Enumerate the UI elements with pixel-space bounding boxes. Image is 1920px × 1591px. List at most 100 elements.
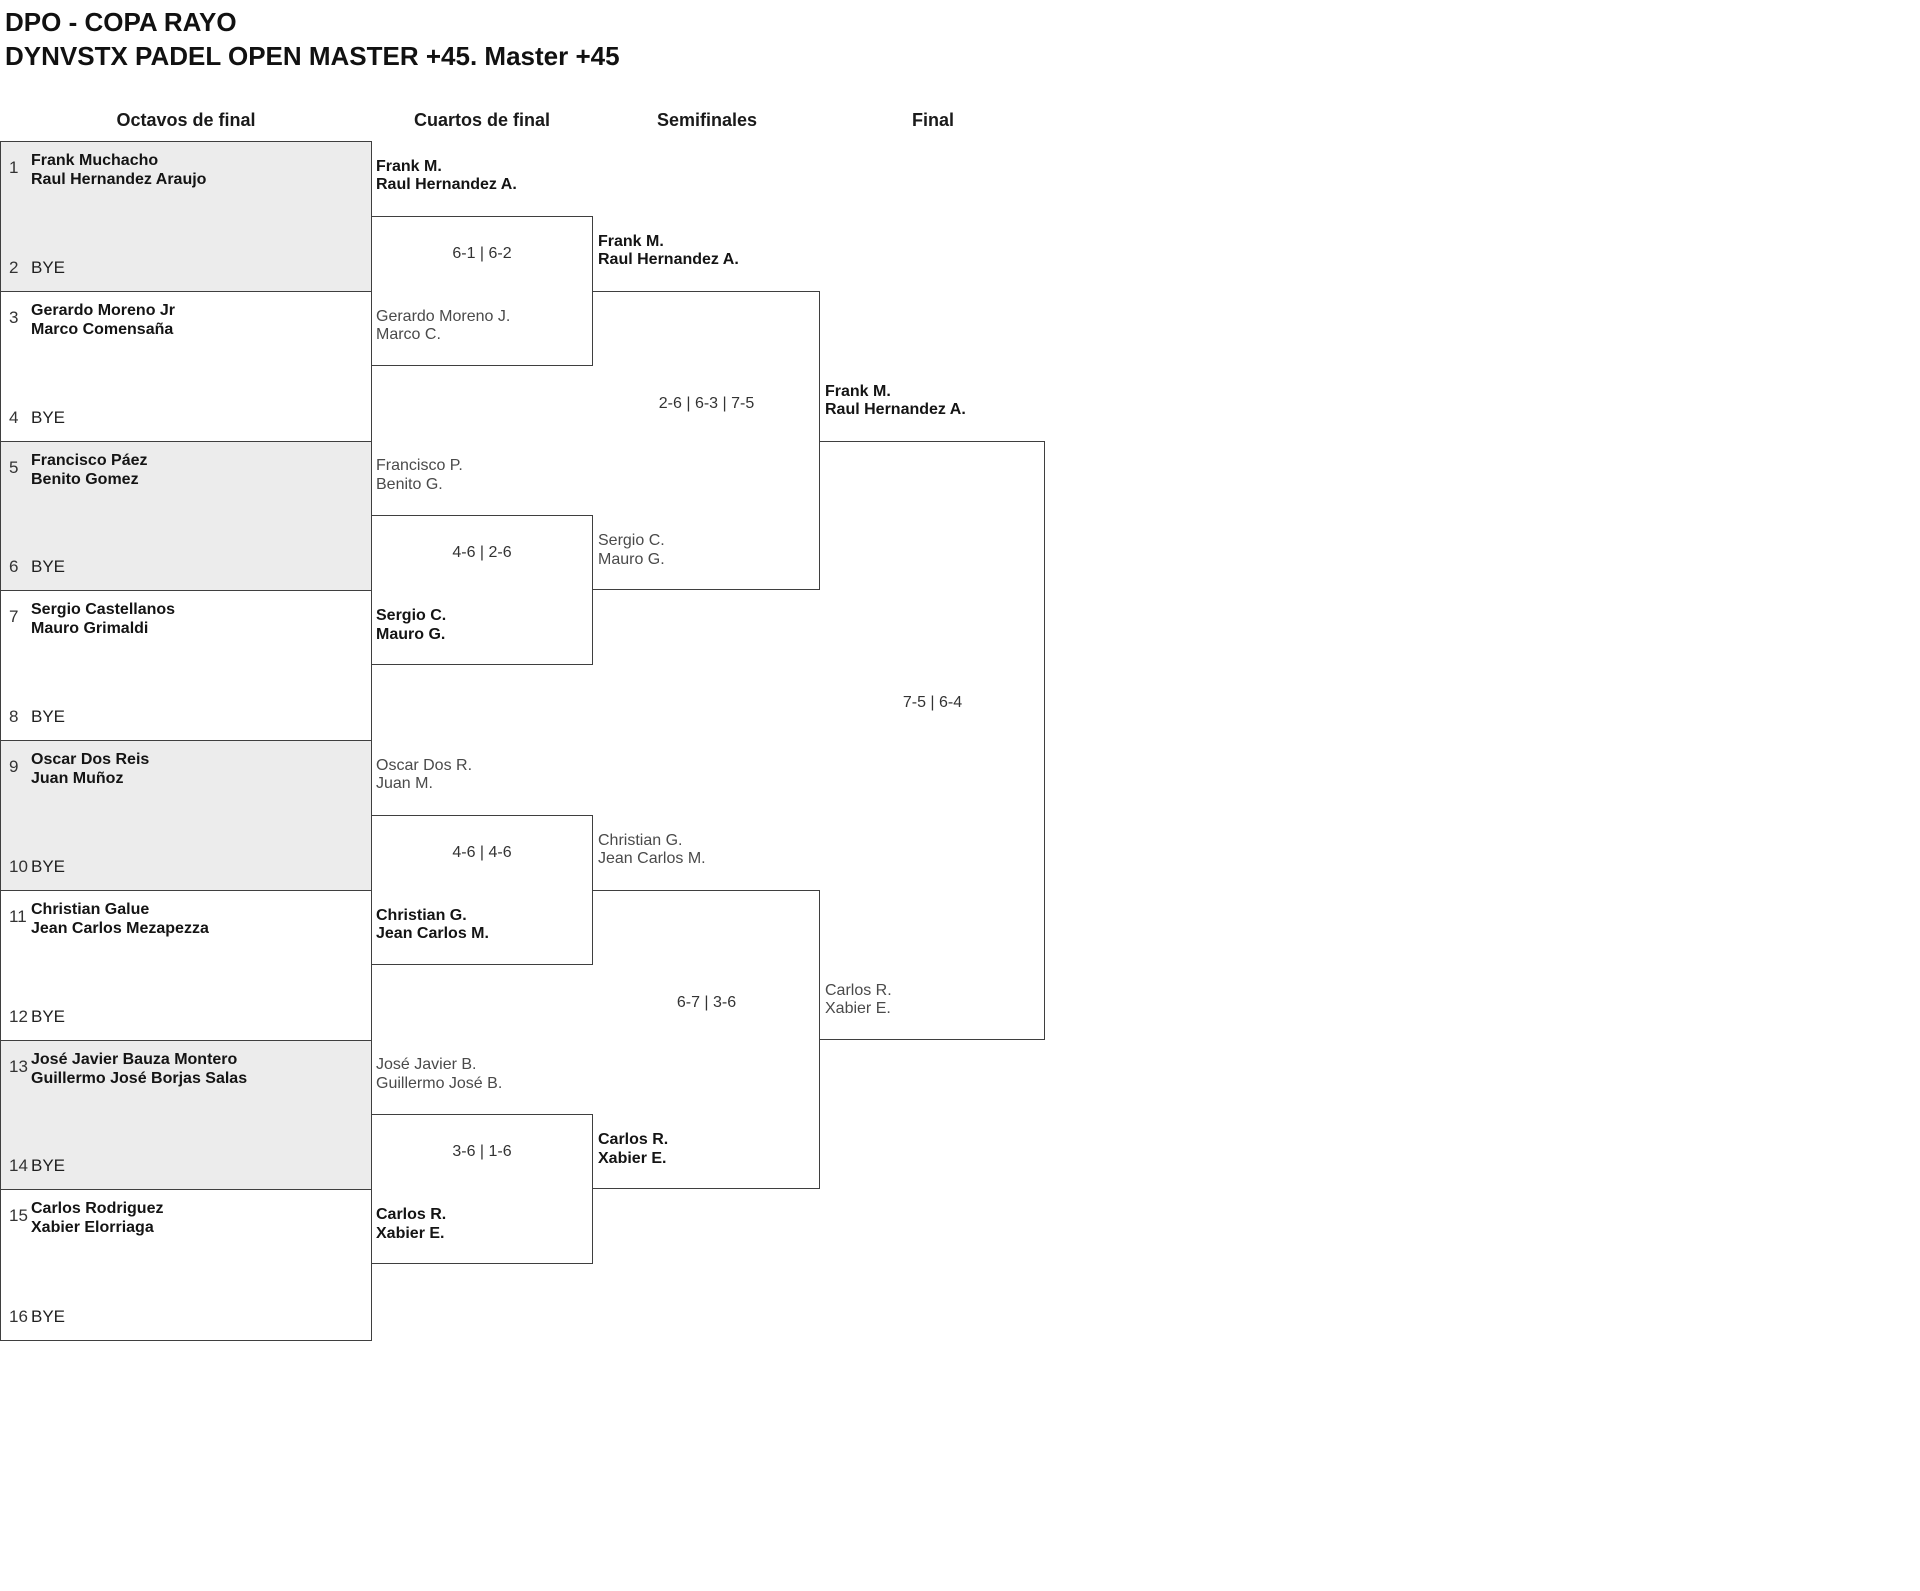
team-name-line: Frank Muchacho: [31, 152, 159, 169]
team-seed: 3: [9, 307, 19, 327]
round-header-final: Final: [911, 110, 955, 130]
team-name-line: Frank M.: [598, 232, 664, 250]
team-name-line: Christian Galue: [31, 900, 150, 918]
cuartos-team-b-label: Christian G.Jean Carlos M.: [376, 906, 489, 944]
team-seed: 4: [9, 407, 19, 427]
cuartos-team-a-label: José Javier B.Guillermo José B.: [376, 1055, 502, 1093]
cuartos-team-a-label: Frank M.Raul Hernandez A.: [376, 157, 517, 195]
team-name-line: Frank M.: [825, 382, 891, 400]
team-name-line: Gerardo Moreno Jr: [31, 301, 176, 319]
tournament-name: DPO - COPA RAYO: [5, 7, 237, 37]
team-name-line: Marco Comensaña: [31, 320, 174, 338]
team-name-line: Carlos R.: [825, 981, 892, 999]
semifinales-score: 6-7 | 3-6: [676, 993, 737, 1011]
team-slot-4: 4 BYE: [9, 408, 65, 428]
team-name-line: Benito Gomez: [31, 470, 139, 488]
team-seed: 6: [9, 557, 19, 577]
team-name-line: Xabier Elorriaga: [31, 1219, 154, 1237]
team-seed: 7: [9, 607, 19, 627]
team-name-line: Francisco Páez: [31, 451, 148, 469]
team-name-line: Sergio C.: [376, 607, 447, 625]
team-name-line: Raul Hernandez A.: [825, 401, 966, 418]
cuartos-score: 6-1 | 6-2: [452, 244, 512, 262]
team-name-line: Jean Carlos M.: [376, 925, 489, 943]
semifinales-team-b-label: Sergio C.Mauro G.: [598, 531, 665, 569]
round-header-cuartos: Cuartos de final: [413, 110, 551, 130]
bye-label: BYE: [31, 707, 66, 726]
team-seed: 10: [9, 856, 28, 876]
semifinales-team-a-label: Christian G.Jean Carlos M.: [598, 831, 706, 869]
semifinales-match-box: [593, 889, 820, 1190]
team-name-line: Carlos R.: [598, 1131, 669, 1149]
team-name-line: Raul Hernandez Araujo: [31, 171, 207, 188]
semifinales-team-b-label: Carlos R.Xabier E.: [598, 1130, 668, 1168]
team-name-line: Mauro G.: [376, 625, 446, 643]
bye-label: BYE: [31, 856, 66, 876]
team-name-line: Marco C.: [376, 326, 441, 344]
team-name-line: Raul Hernandez A.: [376, 176, 517, 194]
team-name-line: Jean Carlos Mezapezza: [31, 919, 209, 937]
team-seed: 11: [9, 906, 27, 926]
team-name-line: Mauro G.: [598, 550, 665, 568]
final-team-a-label: Frank M.Raul Hernandez A.: [825, 382, 966, 420]
bye-label: BYE: [31, 407, 66, 427]
team-name-line: Mauro Grimaldi: [31, 620, 149, 638]
team-name-line: Carlos Rodriguez: [31, 1200, 164, 1218]
team-seed: 5: [9, 457, 19, 477]
bye-label: BYE: [31, 1006, 66, 1026]
team-seed: 12: [9, 1006, 28, 1026]
cuartos-match-box: [371, 814, 593, 965]
cuartos-score: 4-6 | 2-6: [452, 544, 512, 562]
bye-label: BYE: [31, 257, 66, 277]
cuartos-match-box: [371, 515, 593, 666]
team-name-line: Christian G.: [376, 906, 467, 924]
cuartos-team-a-label: Oscar Dos R.Juan M.: [376, 756, 472, 794]
team-seed: 16: [9, 1307, 28, 1326]
team-seed: 14: [9, 1156, 28, 1176]
event-name: DYNVSTX PADEL OPEN MASTER +45. Master +4…: [5, 41, 620, 71]
team-seed: 2: [9, 257, 19, 277]
team-name-line: Juan Muñoz: [31, 770, 124, 787]
team-name-line: José Javier B.: [376, 1056, 477, 1074]
round-header-semifinales: Semifinales: [656, 110, 758, 130]
team-seed: 1: [9, 158, 19, 177]
team-slot-2: 2 BYE: [9, 258, 65, 278]
page-title: DPO - COPA RAYO DYNVSTX PADEL OPEN MASTE…: [5, 5, 620, 73]
team-name-line: Xabier E.: [598, 1149, 667, 1167]
cuartos-match-box: [371, 1114, 593, 1265]
team-seed: 13: [9, 1056, 28, 1076]
team-name-line: Carlos R.: [376, 1206, 447, 1224]
team-name-line: Francisco P.: [376, 457, 463, 475]
round-header-octavos: Octavos de final: [116, 110, 256, 130]
team-seed: 8: [9, 707, 19, 726]
cuartos-team-b-label: Sergio C.Mauro G.: [376, 606, 446, 644]
cuartos-team-b-label: Gerardo Moreno J.Marco C.: [376, 307, 510, 345]
team-name-line: Sergio Castellanos: [31, 601, 176, 619]
team-name-line: Raul Hernandez A.: [598, 251, 739, 269]
team-seed: 15: [9, 1206, 28, 1226]
final-team-b-label: Carlos R.Xabier E.: [825, 981, 892, 1019]
team-name-line: Guillermo José B.: [376, 1074, 503, 1092]
team-name-line: Guillermo José Borjas Salas: [31, 1069, 248, 1087]
bye-label: BYE: [31, 557, 66, 577]
team-name-line: José Javier Bauza Montero: [31, 1050, 238, 1068]
